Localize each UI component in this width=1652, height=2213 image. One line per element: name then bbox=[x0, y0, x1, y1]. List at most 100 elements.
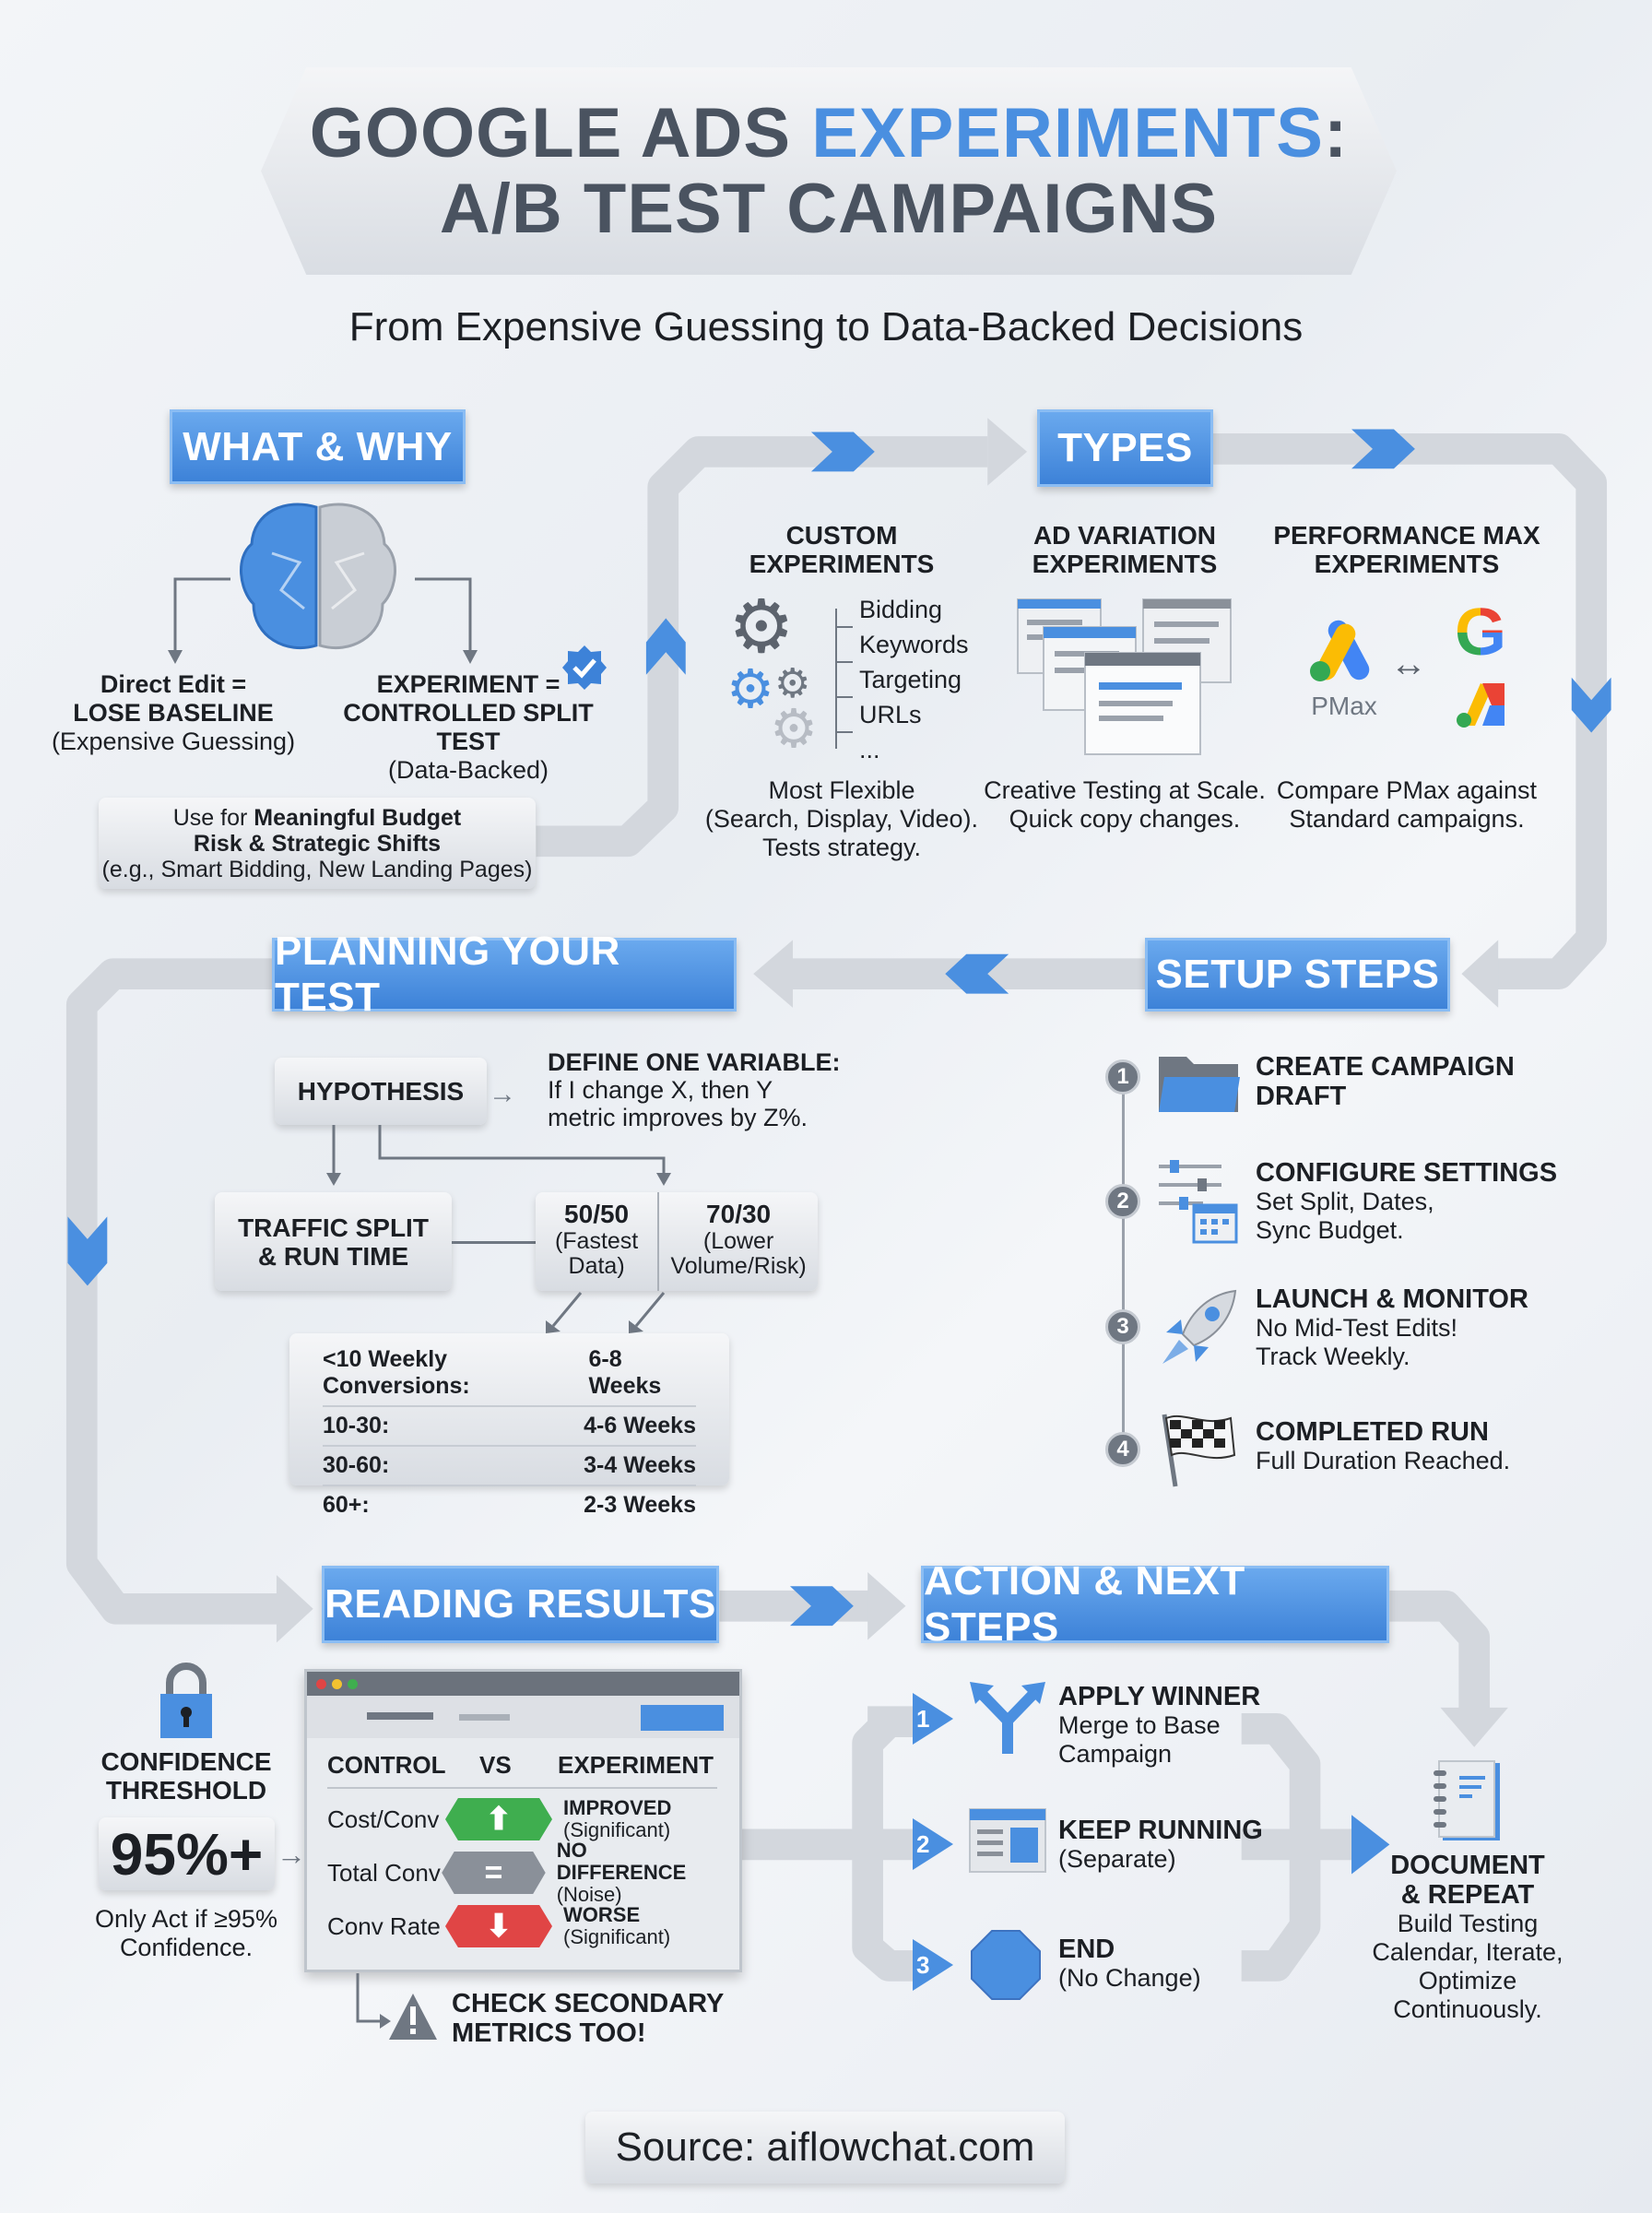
tab-placeholder bbox=[459, 1714, 510, 1721]
connector-action-to-document bbox=[1389, 1590, 1491, 1715]
results-table: CONTROL VS EXPERIMENT Cost/Conv ⬆ IMPROV… bbox=[307, 1738, 739, 1953]
section-label-planning: PLANNING YOUR TEST bbox=[272, 929, 737, 1020]
google-ads-logo-icon bbox=[1310, 620, 1370, 681]
action-end: END(No Change) bbox=[1058, 1935, 1201, 1992]
step-number-1: 1 bbox=[1105, 1059, 1140, 1095]
table-row: 10-30:4-6 Weeks bbox=[323, 1407, 696, 1447]
setup-timeline-line bbox=[1122, 1079, 1125, 1448]
traffic-split-connector bbox=[452, 1241, 537, 1244]
connector-results-to-branches bbox=[740, 1706, 917, 1982]
merge-arrows-icon bbox=[970, 1682, 1045, 1754]
custom-list-bracket bbox=[835, 609, 853, 749]
gear-icon-small: ⚙ bbox=[774, 661, 811, 706]
browser-window-icon bbox=[969, 1808, 1046, 1873]
warning-connector bbox=[356, 1973, 437, 2040]
compare-arrows-icon: ↔ bbox=[1390, 644, 1427, 684]
window-minimize-dot[interactable] bbox=[332, 1678, 342, 1689]
threshold-arrow-icon: → bbox=[277, 1838, 306, 1871]
section-label-what-why: WHAT & WHY bbox=[170, 409, 466, 484]
connector-planning-to-results bbox=[65, 958, 283, 1625]
custom-experiments-list: Bidding Keywords Targeting URLs ... bbox=[859, 592, 969, 767]
worse-down-arrow-icon: ⬇ bbox=[445, 1905, 552, 1947]
stop-octagon-icon bbox=[971, 1930, 1041, 2000]
results-window: CONTROL VS EXPERIMENT Cost/Conv ⬆ IMPROV… bbox=[304, 1669, 742, 1972]
use-for-note: Use for Meaningful Budget Risk & Strateg… bbox=[99, 798, 536, 889]
direct-edit-text: Direct Edit =LOSE BASELINE(Expensive Gue… bbox=[51, 670, 296, 755]
results-row: Total Conv = NO DIFFERENCE(Noise) bbox=[327, 1839, 687, 1906]
gear-icon-light: ⚙ bbox=[770, 699, 818, 759]
hypothesis-branch-lines bbox=[326, 1125, 671, 1186]
title-banner: GOOGLE ADS EXPERIMENTS: A/B TEST CAMPAIG… bbox=[261, 67, 1397, 275]
window-maximize-dot[interactable] bbox=[348, 1678, 358, 1689]
title-line-2: A/B TEST CAMPAIGNS bbox=[439, 169, 1219, 248]
list-item: Bidding bbox=[859, 596, 943, 623]
settings-sliders-icon bbox=[1159, 1160, 1238, 1244]
folder-icon bbox=[1159, 1057, 1240, 1112]
improved-up-arrow-icon: ⬆ bbox=[445, 1798, 552, 1840]
window-close-dot[interactable] bbox=[316, 1678, 326, 1689]
action-keep-running: KEEP RUNNING(Separate) bbox=[1058, 1816, 1263, 1873]
list-item: Keywords bbox=[859, 631, 969, 658]
title-line-1: GOOGLE ADS EXPERIMENTS: bbox=[309, 93, 1349, 172]
section-label-types: TYPES bbox=[1037, 409, 1213, 487]
google-ads-alt-icon bbox=[1457, 683, 1504, 728]
checkered-flag-icon bbox=[1162, 1414, 1236, 1487]
no-difference-equals-icon: = bbox=[442, 1852, 546, 1894]
custom-experiments-desc: Most Flexible(Search, Display, Video).Te… bbox=[704, 776, 979, 861]
section-label-setup: SETUP STEPS bbox=[1145, 938, 1450, 1012]
runtime-table: <10 Weekly Conversions:6-8 Weeks 10-30:4… bbox=[289, 1333, 729, 1518]
section-label-reading-results: READING RESULTS bbox=[322, 1566, 719, 1643]
hypothesis-box: HYPOTHESIS bbox=[275, 1058, 487, 1125]
verified-check-icon bbox=[562, 645, 607, 690]
gear-icon: ⚙ bbox=[728, 586, 795, 668]
define-variable-text: DEFINE ONE VARIABLE:If I change X, then … bbox=[548, 1048, 841, 1131]
brain-icon bbox=[239, 503, 397, 650]
window-toolbar bbox=[307, 1696, 739, 1738]
experiment-text: EXPERIMENT =CONTROLLED SPLIT TEST(Data-B… bbox=[343, 670, 594, 784]
table-row: 30-60:3-4 Weeks bbox=[323, 1447, 696, 1486]
rocket-icon bbox=[1162, 1289, 1237, 1364]
threshold-value: 95%+ bbox=[99, 1817, 275, 1890]
brain-split-arrows bbox=[168, 577, 478, 664]
table-row: 60+:2-3 Weeks bbox=[323, 1492, 696, 1518]
hypothesis-arrow-icon: → bbox=[489, 1079, 516, 1109]
only-act-text: Only Act if ≥95%Confidence. bbox=[95, 1905, 277, 1961]
source-credit: Source: aiflowchat.com bbox=[585, 2112, 1065, 2183]
results-row: Conv Rate ⬇ WORSE(Significant) bbox=[327, 1903, 671, 1948]
tab-placeholder bbox=[367, 1712, 433, 1720]
traffic-split-box: TRAFFIC SPLIT& RUN TIME bbox=[215, 1192, 452, 1291]
pmax-logo-label: PMax bbox=[1311, 692, 1377, 720]
window-action-button[interactable] bbox=[641, 1705, 724, 1731]
table-row: <10 Weekly Conversions:6-8 Weeks bbox=[323, 1341, 696, 1407]
window-titlebar bbox=[307, 1672, 739, 1696]
google-g-logo: G bbox=[1455, 596, 1507, 669]
gear-icon-blue: ⚙ bbox=[726, 659, 774, 719]
list-item: URLs bbox=[859, 701, 922, 728]
connector-branches-to-document bbox=[1241, 1713, 1355, 1982]
ad-variation-desc: Creative Testing at Scale.Quick copy cha… bbox=[984, 776, 1266, 833]
list-item: ... bbox=[859, 736, 880, 763]
step-number-3: 3 bbox=[1105, 1309, 1140, 1344]
ad-variation-windows-icon bbox=[1017, 598, 1232, 755]
list-item: Targeting bbox=[859, 666, 962, 693]
section-label-action: ACTION & NEXT STEPS bbox=[921, 1558, 1389, 1650]
results-header: CONTROL VS EXPERIMENT bbox=[327, 1751, 717, 1789]
step-number-2: 2 bbox=[1105, 1184, 1140, 1219]
lock-icon bbox=[160, 1663, 212, 1738]
subtitle: From Expensive Guessing to Data-Backed D… bbox=[348, 304, 1304, 349]
